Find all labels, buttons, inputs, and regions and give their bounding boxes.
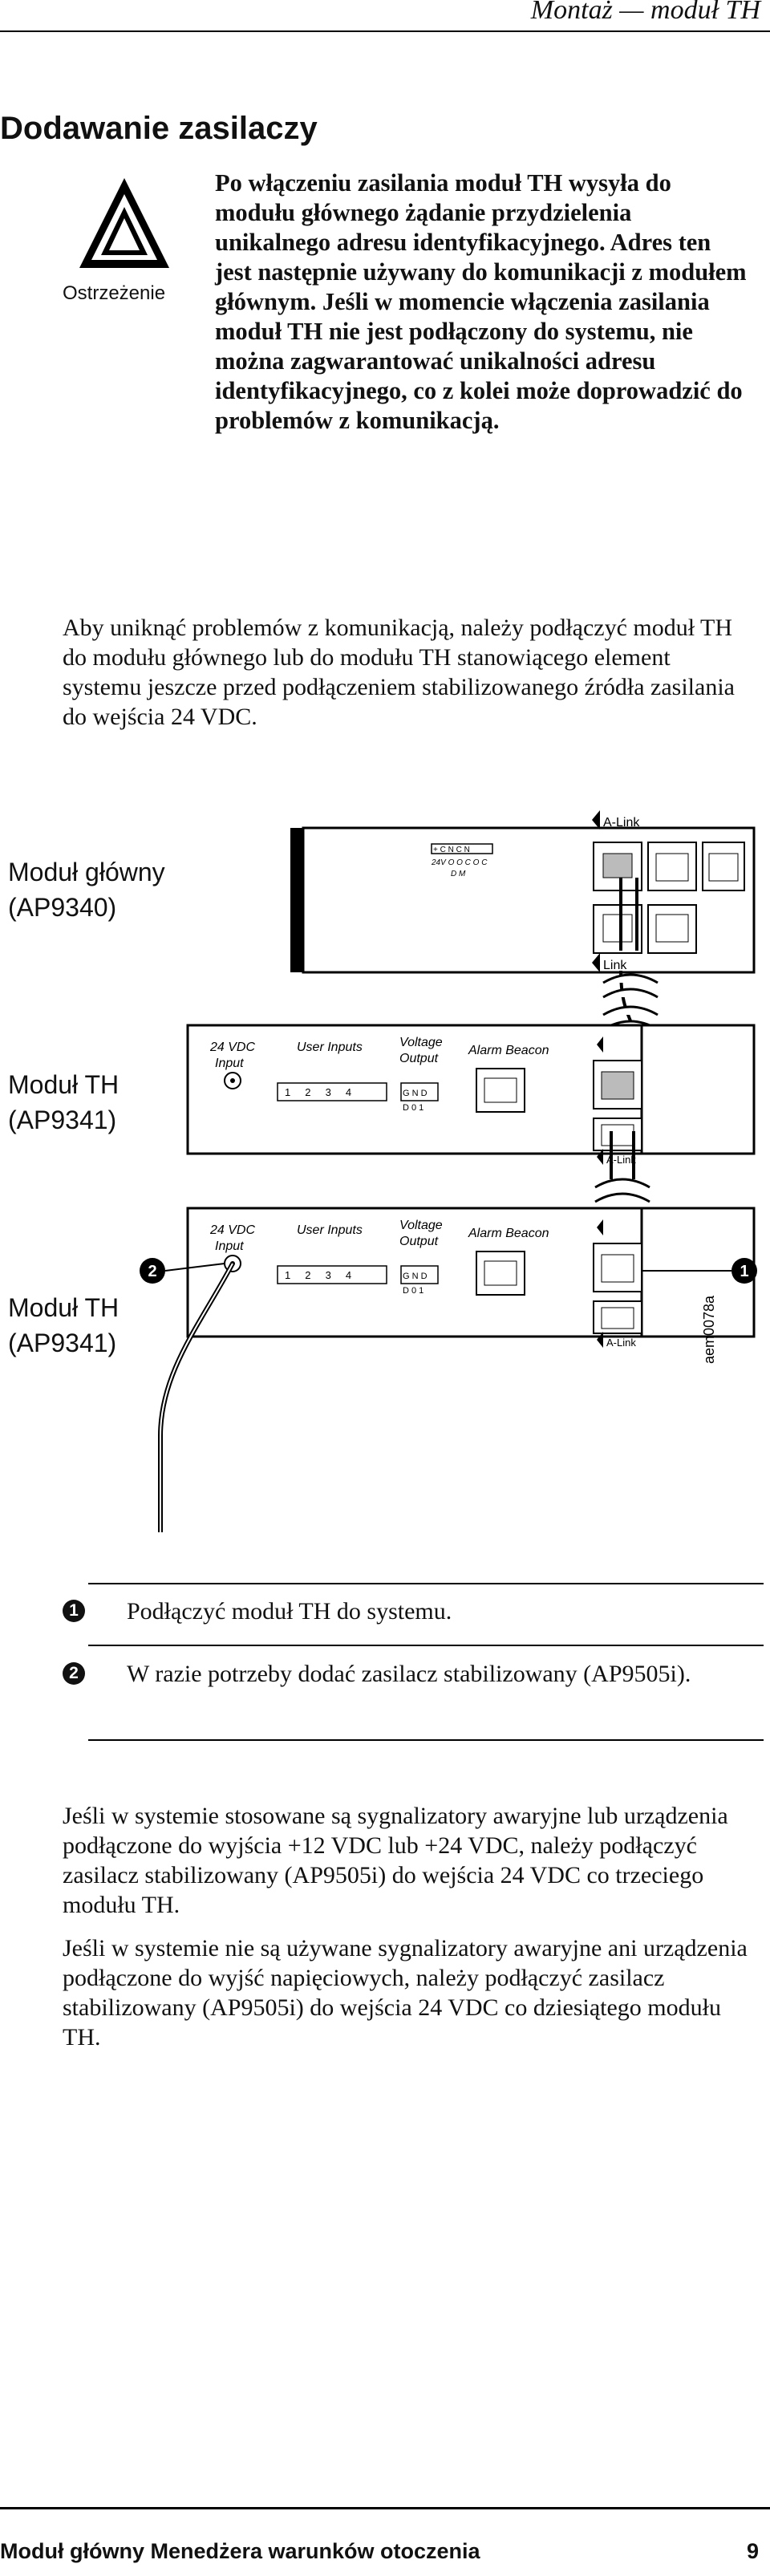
figure-id: aem0078a — [701, 1295, 717, 1364]
page-footer: Moduł główny Menedżera warunków otoczeni… — [0, 2507, 770, 2563]
callout-rule-top — [88, 1583, 764, 1584]
th2-out-label: D 0 1 — [403, 1286, 424, 1296]
callout-2-badge: 2 — [63, 1662, 85, 1685]
running-header: Montaż — moduł TH — [530, 0, 760, 25]
main-module-code: (AP9340) — [8, 893, 117, 922]
diagram-drawing: + C N C N 24V O O C O C D M A-Link Link — [140, 810, 757, 1532]
intro-paragraph: Aby uniknąć problemów z komunikacją, nal… — [63, 615, 735, 730]
th1-user-inputs-label: User Inputs — [297, 1041, 363, 1054]
th1-out-label: D 0 1 — [403, 1103, 424, 1113]
main-terminals-mid: 24V O O C O C — [431, 858, 488, 867]
main-module-label: Moduł główny (AP9340) — [8, 854, 165, 925]
callout-2-text: W razie potrzeby dodać zasilacz stabiliz… — [127, 1661, 691, 1687]
th2-input-label-1: 24 VDC — [209, 1223, 255, 1237]
th-module-2-name: Moduł TH — [8, 1293, 120, 1322]
th1-input-label-1: 24 VDC — [209, 1041, 255, 1054]
warning-label: Ostrzeżenie — [63, 282, 166, 304]
th1-alarm-label: Alarm Beacon — [468, 1044, 549, 1057]
callout-1-badge: 1 — [63, 1600, 85, 1622]
main-alink-label-bottom: Link — [603, 959, 627, 972]
th1-voltage-label-2: Output — [399, 1052, 439, 1065]
section-title: Dodawanie zasilaczy — [0, 111, 318, 146]
callout-rule-bottom — [88, 1739, 764, 1741]
paragraph-power-every-tenth: Jeśli w systemie nie są używane sygnaliz… — [63, 1935, 748, 2051]
th-module-1-code: (AP9341) — [8, 1105, 117, 1134]
main-module-name: Moduł główny — [8, 858, 165, 886]
main-terminals-bot: D M — [451, 870, 466, 878]
th-module-1-name: Moduł TH — [8, 1070, 120, 1099]
callout-1-text: Podłączyć moduł TH do systemu. — [127, 1598, 452, 1625]
callout-item-2: 2 W razie potrzeby dodać zasilacz stabil… — [63, 1659, 760, 1723]
th2-voltage-label-1: Voltage — [399, 1219, 443, 1232]
cable-main-to-th1 — [602, 878, 659, 1077]
callout-1-marker: 1 — [642, 1258, 757, 1284]
th-module-2-panel: 24 VDC Input User Inputs 1 2 3 4 Voltage… — [186, 1207, 756, 1364]
main-terminals-top: + C N C N — [433, 846, 470, 854]
warning-text: Po włączeniu zasilania moduł TH wysyła d… — [215, 169, 747, 434]
footer-rule — [0, 2507, 770, 2509]
footer-title: Moduł główny Menedżera warunków otoczeni… — [0, 2539, 480, 2563]
paragraph-power-every-third: Jeśli w systemie stosowane są sygnalizat… — [63, 1803, 728, 1918]
th2-alarm-label: Alarm Beacon — [468, 1227, 549, 1240]
page-number: 9 — [746, 2539, 759, 2563]
page-header: Montaż — moduł TH — [0, 0, 770, 32]
th-module-1-label: Moduł TH (AP9341) — [8, 1067, 119, 1138]
th-module-1-panel: 24 VDC Input User Inputs 1 2 3 4 Voltage… — [186, 1024, 756, 1166]
svg-text:2: 2 — [148, 1263, 156, 1280]
th2-input-label-2: Input — [215, 1239, 244, 1253]
svg-text:A-Link: A-Link — [606, 1337, 636, 1349]
svg-text:1: 1 — [740, 1263, 748, 1280]
svg-text:1 2 3 4: 1 2 3 4 — [285, 1086, 351, 1098]
th1-input-label-2: Input — [215, 1057, 244, 1070]
svg-text:A-Link: A-Link — [606, 1154, 636, 1166]
warning-triangle-icon — [79, 178, 169, 268]
connection-diagram: Moduł główny (AP9340) Moduł TH (AP9341) … — [0, 810, 770, 1548]
svg-text:1 2 3 4: 1 2 3 4 — [285, 1269, 351, 1281]
th-module-2-code: (AP9341) — [8, 1329, 117, 1357]
main-alink-label-top: A-Link — [603, 816, 640, 830]
callout-item-1: 1 Podłączyć moduł TH do systemu. — [63, 1596, 760, 1637]
callout-2-marker: 2 — [140, 1258, 225, 1284]
th2-gnd-label: G N D — [403, 1272, 428, 1281]
th1-voltage-label-1: Voltage — [399, 1036, 443, 1049]
callout-rule-mid — [88, 1645, 764, 1646]
header-rule — [0, 30, 770, 32]
main-module-panel: + C N C N 24V O O C O C D M A-Link Link — [290, 810, 756, 974]
th2-voltage-label-2: Output — [399, 1235, 439, 1248]
th-module-2-label: Moduł TH (AP9341) — [8, 1290, 119, 1361]
th1-gnd-label: G N D — [403, 1089, 428, 1098]
th2-user-inputs-label: User Inputs — [297, 1223, 363, 1237]
